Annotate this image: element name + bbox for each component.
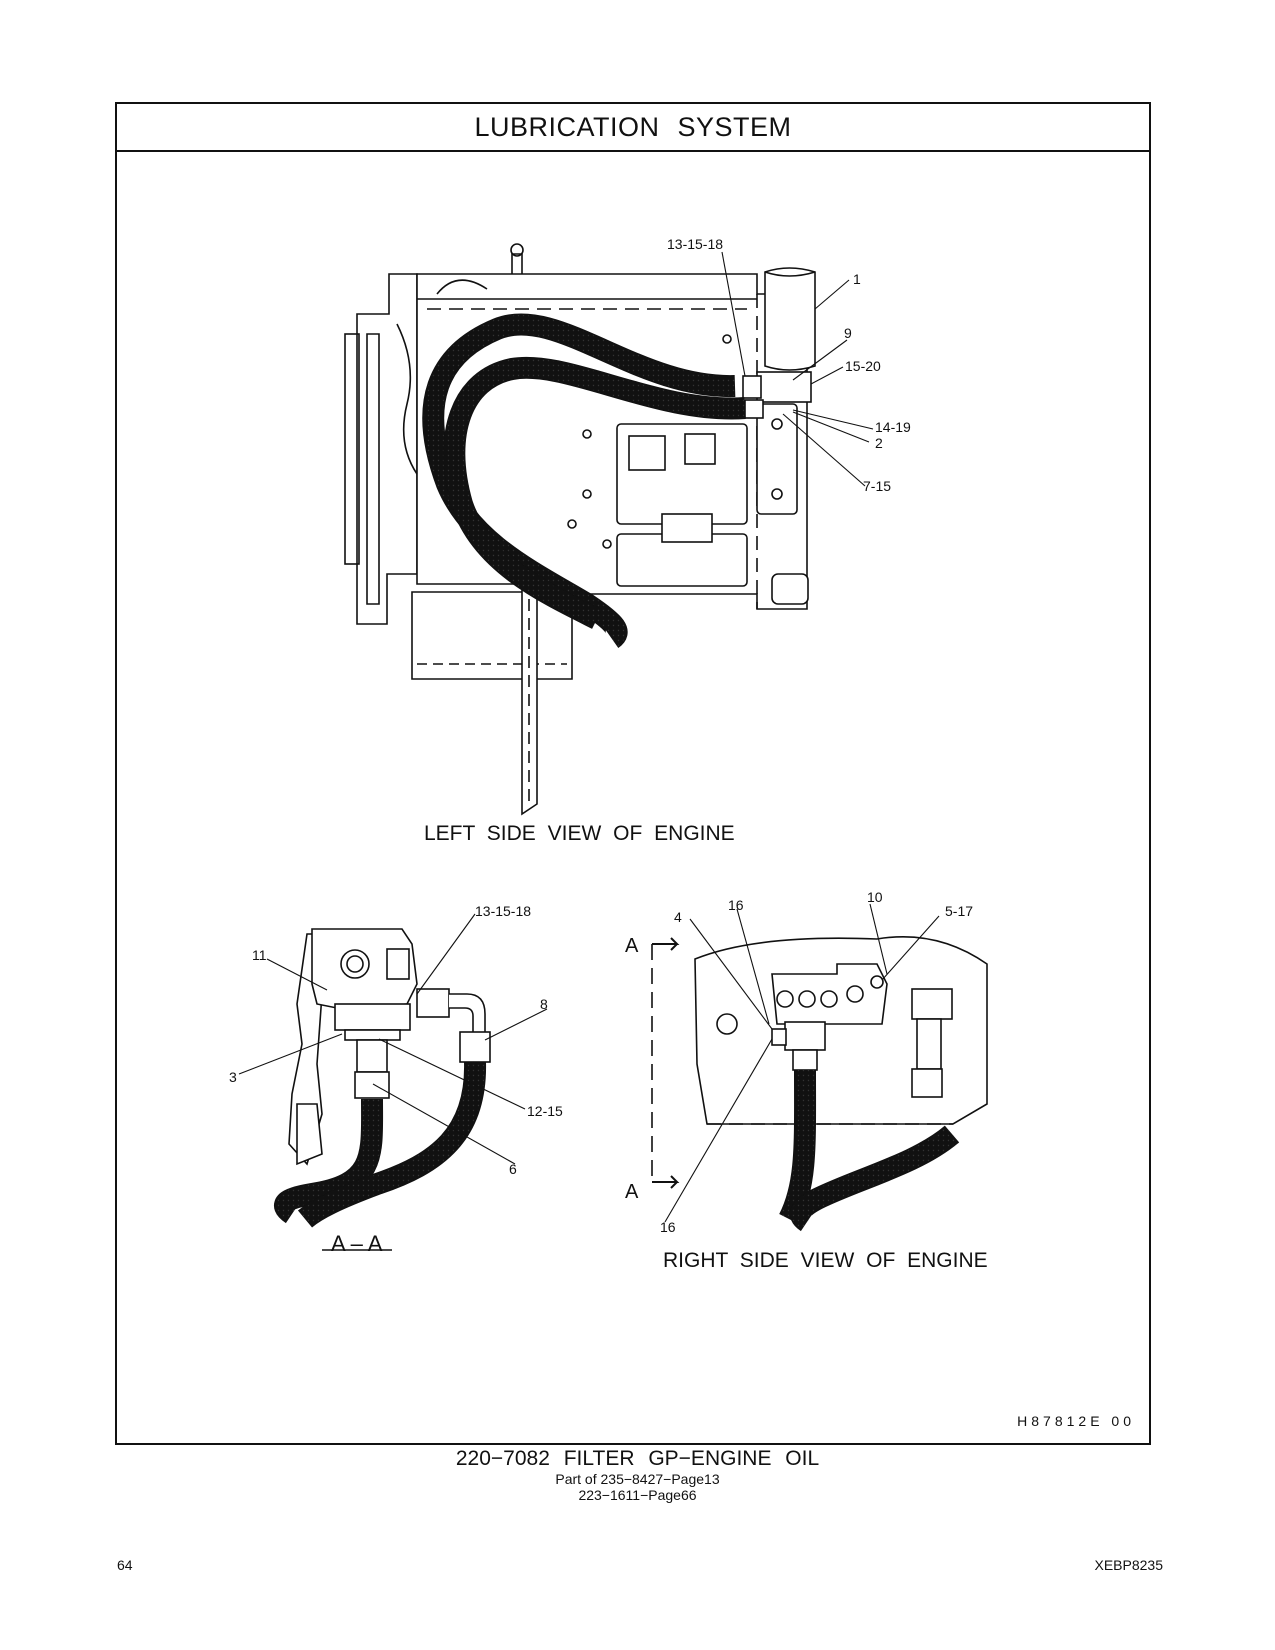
callout-left-7-15: 7-15 — [863, 478, 891, 494]
left-view-oil-hoses — [422, 313, 746, 649]
callout-aa-12-15: 12-15 — [527, 1103, 563, 1119]
leader-lines — [238, 251, 940, 1223]
illustration-id: H87812E 00 — [1017, 1413, 1135, 1429]
callout-right-16-top: 16 — [728, 897, 744, 913]
callout-right-4: 4 — [674, 909, 682, 925]
callout-aa-3: 3 — [229, 1069, 237, 1085]
section-mark-a-bottom: A — [625, 1181, 639, 1203]
figure-frame: LUBRICATION SYSTEM — [115, 102, 1151, 1445]
engine-drawing: 13-15-18 1 9 15-20 14-19 2 7-15 13-15-18… — [229, 236, 988, 1251]
part-reference-2: 223−1611−Page66 — [578, 1487, 697, 1503]
left-view-caption: LEFT SIDE VIEW OF ENGINE — [424, 822, 735, 845]
callout-left-14-19: 14-19 — [875, 419, 911, 435]
right-view-caption: RIGHT SIDE VIEW OF ENGINE — [663, 1249, 988, 1272]
document-id: XEBP8235 — [1094, 1557, 1164, 1573]
callout-left-13-15-18: 13-15-18 — [667, 236, 723, 252]
right-view-hoses — [779, 1069, 960, 1232]
page-number: 64 — [117, 1557, 133, 1573]
callout-aa-8: 8 — [540, 996, 548, 1012]
part-reference-1: Part of 235−8427−Page13 — [555, 1471, 720, 1487]
callout-right-5-17: 5-17 — [945, 903, 973, 919]
page-title: LUBRICATION SYSTEM — [474, 112, 792, 142]
section-a-a-drawing — [288, 928, 491, 1166]
callout-left-1: 1 — [853, 271, 861, 287]
callout-left-2: 2 — [875, 435, 883, 451]
callout-aa-6: 6 — [509, 1161, 517, 1177]
callout-labels: 13-15-18 1 9 15-20 14-19 2 7-15 13-15-18… — [229, 236, 973, 1235]
callout-left-9: 9 — [844, 325, 852, 341]
part-title: 220−7082 FILTER GP−ENGINE OIL — [455, 1447, 820, 1470]
section-a-a-caption: A – A — [331, 1231, 383, 1256]
callout-right-10: 10 — [867, 889, 883, 905]
title-bar: LUBRICATION SYSTEM — [117, 104, 1149, 152]
callout-right-16-bottom: 16 — [660, 1219, 676, 1235]
right-side-view-drawing — [651, 936, 988, 1189]
callout-aa-11: 11 — [252, 947, 267, 963]
section-mark-a-top: A — [625, 935, 639, 957]
callout-aa-13-15-18: 13-15-18 — [475, 903, 531, 919]
section-a-a-hoses — [274, 1061, 487, 1251]
callout-left-15-20: 15-20 — [845, 358, 881, 374]
